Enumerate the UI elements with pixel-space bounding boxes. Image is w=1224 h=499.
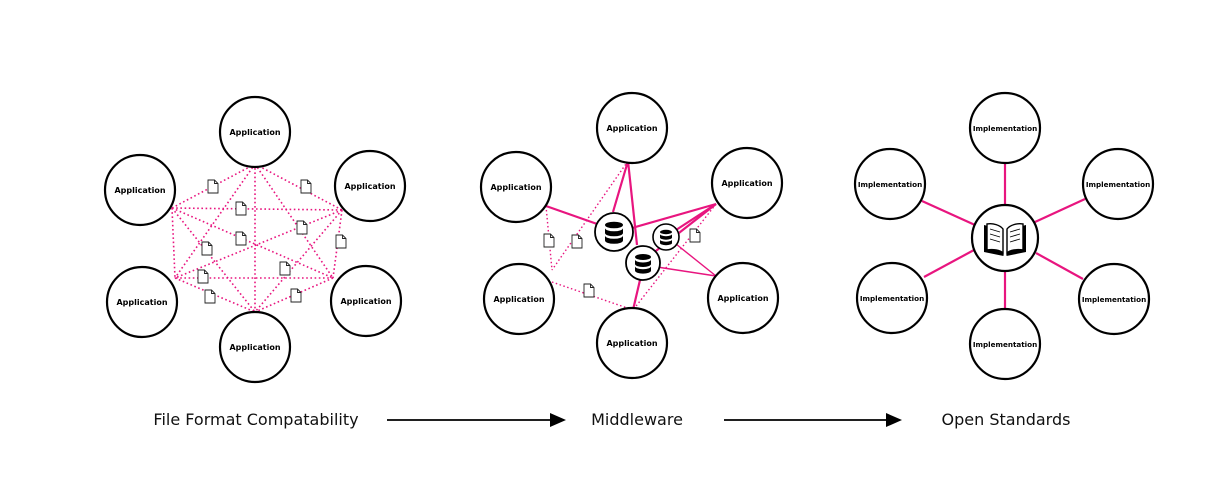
mesh-connections: [171, 163, 343, 313]
arrow-right-icon: [724, 413, 902, 427]
svg-text:Implementation: Implementation: [858, 180, 922, 189]
application-node: Application: [218, 310, 292, 384]
implementation-node: Implementation: [968, 307, 1042, 381]
svg-text:Application: Application: [721, 179, 772, 188]
file-icon: [296, 220, 308, 235]
file-icon: [583, 283, 595, 298]
file-icon: [235, 201, 247, 216]
database-icon: [594, 212, 634, 252]
svg-text:Implementation: Implementation: [973, 340, 1037, 349]
file-icon: [279, 261, 291, 276]
file-icons: [197, 179, 347, 304]
database-icon: [625, 245, 661, 281]
application-node: Application: [333, 149, 407, 223]
file-icon: [689, 228, 701, 243]
database-icon: [652, 223, 680, 251]
open-book-icon: [970, 203, 1040, 273]
svg-text:Application: Application: [606, 339, 657, 348]
file-icon: [235, 231, 247, 246]
application-node: Application: [105, 265, 179, 339]
file-icon: [543, 233, 555, 248]
implementation-node: Implementation: [1081, 147, 1155, 221]
file-icons: [543, 228, 701, 298]
panel-middleware: Application Application Application Appl…: [479, 91, 784, 380]
svg-text:Implementation: Implementation: [973, 124, 1037, 133]
application-node: Application: [218, 95, 292, 169]
application-node: Application: [482, 262, 556, 336]
file-icon: [207, 179, 219, 194]
application-node: Application: [329, 264, 403, 338]
svg-text:Application: Application: [606, 124, 657, 133]
file-icon: [300, 179, 312, 194]
file-icon: [571, 234, 583, 249]
caption-open-standards: Open Standards: [942, 410, 1071, 429]
caption-file-format: File Format Compatability: [153, 410, 358, 429]
svg-text:Application: Application: [340, 297, 391, 306]
standard-connections: [921, 163, 1086, 308]
svg-text:Application: Application: [344, 182, 395, 191]
application-node: Application: [103, 153, 177, 227]
application-node: Application: [595, 91, 669, 165]
file-icon: [204, 289, 216, 304]
implementation-node: Implementation: [853, 147, 927, 221]
caption-middleware: Middleware: [591, 410, 683, 429]
svg-text:Implementation: Implementation: [860, 294, 924, 303]
svg-text:Application: Application: [717, 294, 768, 303]
implementation-node: Implementation: [968, 91, 1042, 165]
application-node: Application: [710, 146, 784, 220]
implementation-node: Implementation: [1077, 262, 1151, 336]
middleware-connections: [545, 160, 717, 311]
svg-text:Application: Application: [490, 183, 541, 192]
svg-text:Application: Application: [493, 295, 544, 304]
svg-text:Implementation: Implementation: [1082, 295, 1146, 304]
svg-text:Application: Application: [116, 298, 167, 307]
svg-text:Implementation: Implementation: [1086, 180, 1150, 189]
application-node: Application: [706, 261, 780, 335]
panel-open-standards: Implementation Implementation Implementa…: [853, 91, 1155, 381]
application-node: Application: [479, 150, 553, 224]
file-icon: [201, 241, 213, 256]
file-icon: [197, 269, 209, 284]
arrow-right-icon: [387, 413, 566, 427]
panel-file-format: Application Application Application Appl…: [103, 95, 407, 384]
file-icon: [335, 234, 347, 249]
svg-text:Application: Application: [229, 128, 280, 137]
svg-text:Application: Application: [229, 343, 280, 352]
application-node: Application: [595, 306, 669, 380]
file-icon: [290, 288, 302, 303]
implementation-node: Implementation: [855, 261, 929, 335]
svg-text:Application: Application: [114, 186, 165, 195]
